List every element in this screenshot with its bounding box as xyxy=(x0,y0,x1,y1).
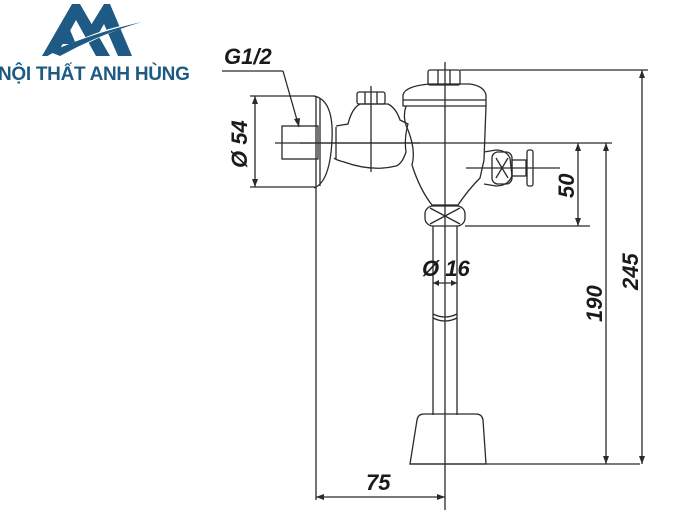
thread-size-label: G1/2 xyxy=(224,44,272,69)
offset-50-label: 50 xyxy=(554,173,579,198)
pipe-diameter-label: Ø 16 xyxy=(422,256,470,281)
height-190-label: 190 xyxy=(582,285,607,322)
brand-name: NỘI THẤT ANH HÙNG xyxy=(0,64,190,85)
width-75-label: 75 xyxy=(366,470,391,495)
brand-logo: NỘI THẤT ANH HÙNG xyxy=(0,0,210,95)
height-245-label: 245 xyxy=(618,253,643,291)
flange-diameter-label: Ø 54 xyxy=(227,120,252,168)
anh-hung-logo-icon xyxy=(42,4,142,60)
